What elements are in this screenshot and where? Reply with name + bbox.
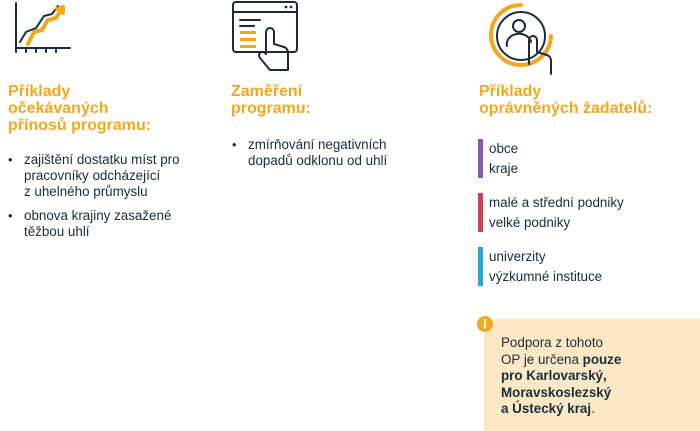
color-bar [478,139,483,178]
web-click-icon [232,1,298,71]
applicant-type: univerzity [489,249,546,264]
applicant-type: výzkumné instituce [489,269,603,284]
list-item: • zajištění dostatku míst pro pracovníky… [8,152,180,199]
benefits-heading: Příklady očekávaných přínosů programu: [8,83,152,134]
focus-heading: Zaměření programu: [231,83,311,117]
focus-list: • zmírňování negativních dopadů odklonu … [231,137,451,169]
applicant-type: kraje [489,161,519,176]
info-icon [477,316,493,332]
applicant-group-municipalities: obce kraje [478,139,678,179]
applicant-type: obce [489,141,519,156]
color-bar [478,193,483,232]
bullet-dot: • [8,208,13,223]
applicant-group-research: univerzity výzkumné instituce [478,247,678,287]
list-item: • obnova krajiny zasažené těžbou uhlí [8,208,172,239]
growth-chart-icon [15,2,71,53]
list-item: • zmírňování negativních dopadů odklonu … [232,137,388,168]
benefits-list: • zajištění dostatku míst pro pracovníky… [7,152,217,240]
bullet-dot: • [232,137,237,152]
applicant-group-companies: malé a střední podniky velké podniky [478,193,678,233]
bullet-dot: • [8,152,13,167]
applicant-type: malé a střední podniky [489,195,624,210]
applicant-type: velké podniky [489,215,571,230]
color-bar [478,247,483,286]
note-text: Podpora z tohoto OP je určena pouze pro … [501,335,622,416]
user-touch-icon [489,3,553,75]
note-box [484,319,700,431]
applicants-heading: Příklady oprávněných žadatelů: [479,83,653,117]
